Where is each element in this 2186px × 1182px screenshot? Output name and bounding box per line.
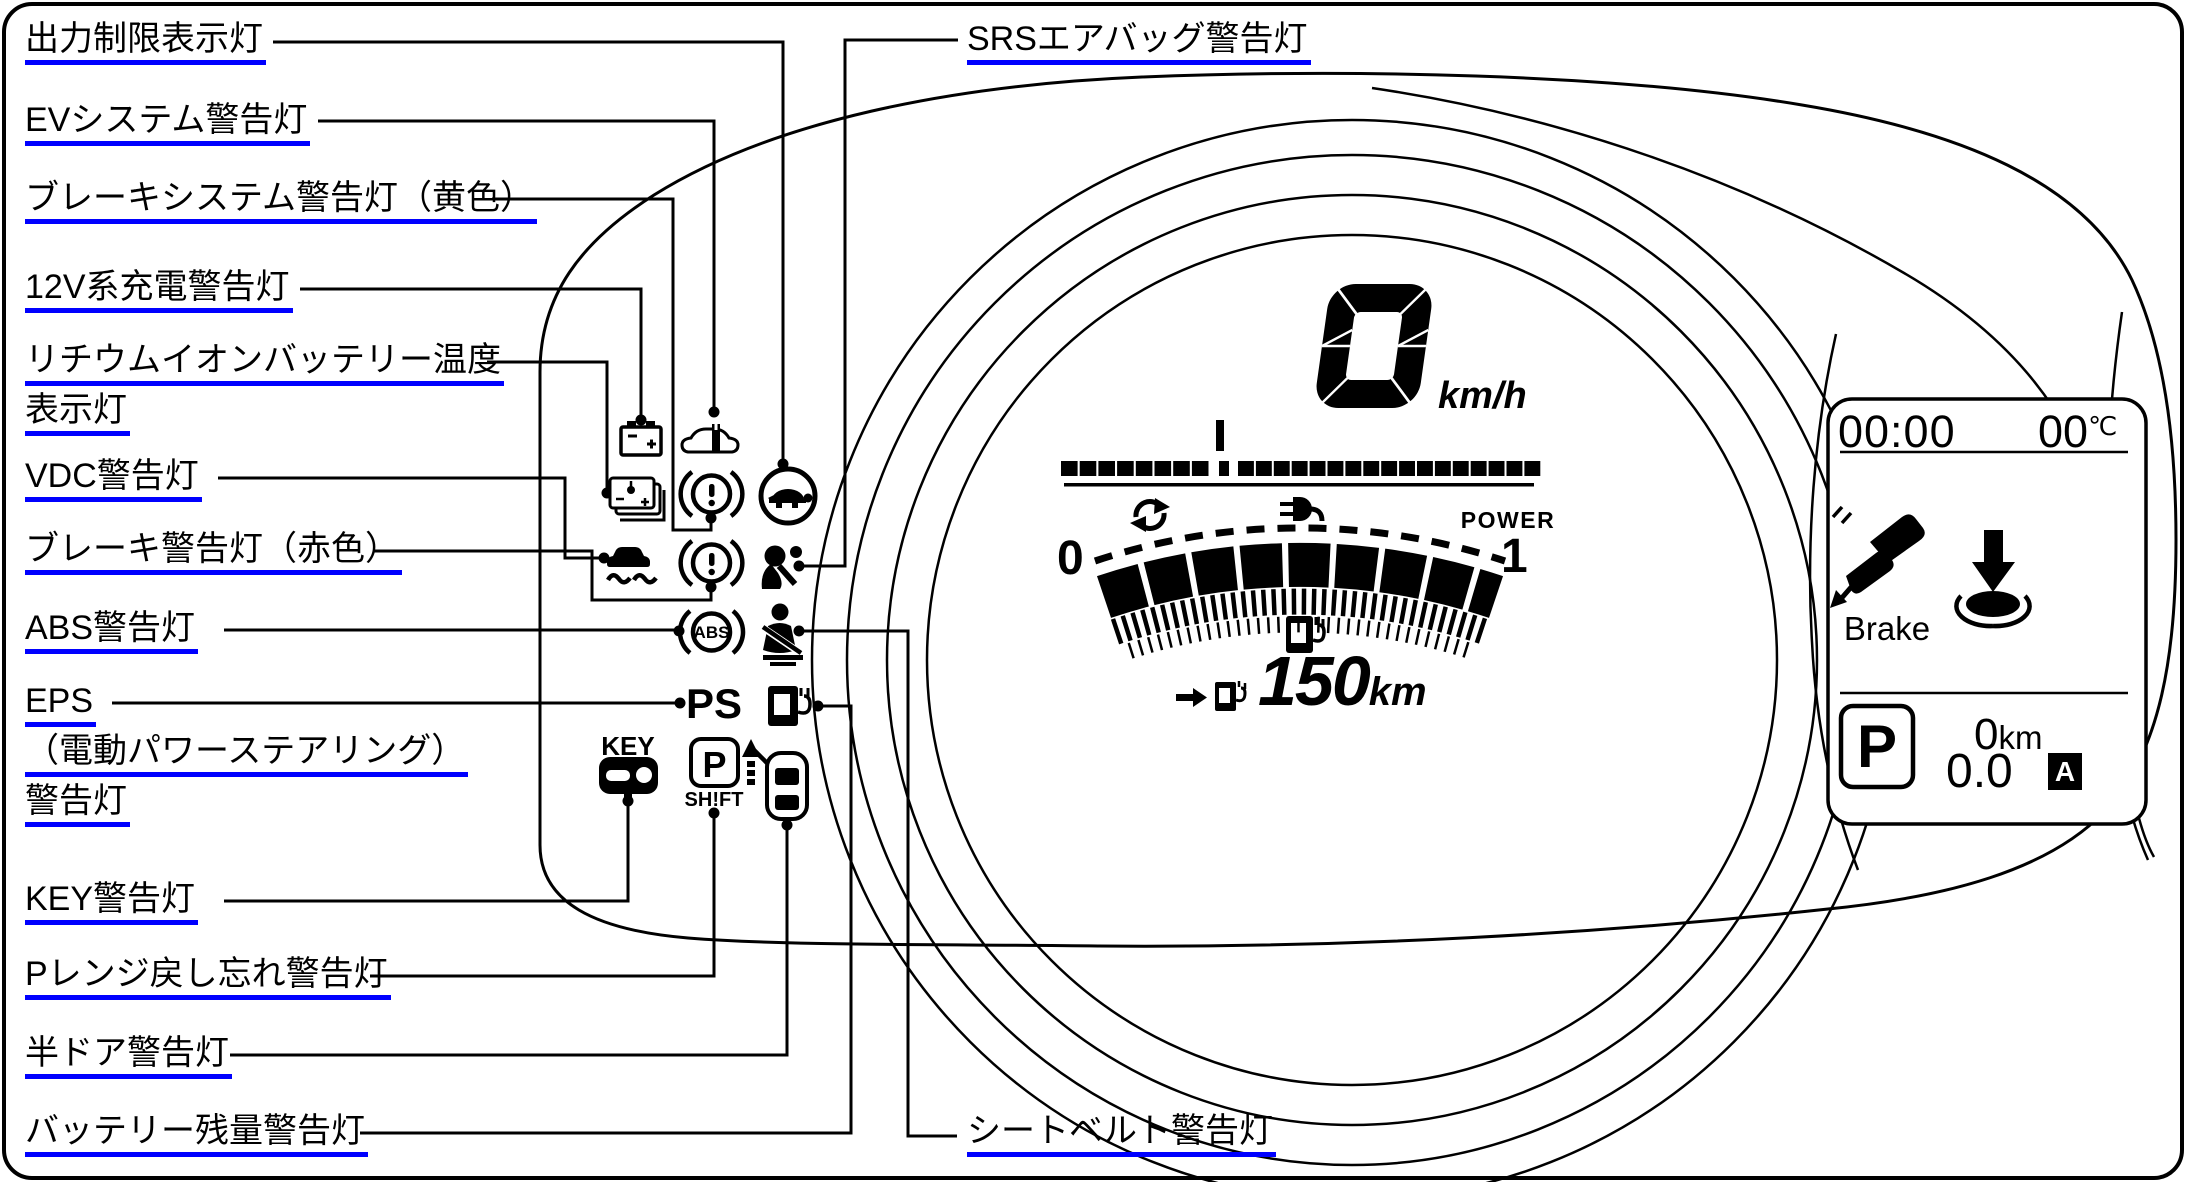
line-p-range: [370, 816, 716, 978]
dial-ring-3: [885, 193, 1819, 1127]
amp-badge-box: [2048, 753, 2082, 790]
line-seatbelt: [803, 629, 957, 1138]
abs-icon-text: ABS: [693, 623, 730, 642]
seatbelt-icon: [761, 603, 803, 666]
line-battery-level: [360, 704, 853, 1135]
power-gauge-min: 0: [1057, 532, 1084, 585]
panel-odo-value: 0: [1974, 710, 1999, 759]
range-display: 150 km: [1258, 646, 1427, 716]
li-ion-temp-icon: [608, 476, 666, 522]
panel-odometer: 0 km: [1974, 710, 2042, 760]
label-vdc: VDC警告灯: [25, 457, 202, 507]
label-brake-red: ブレーキ警告灯（赤色）: [25, 530, 402, 580]
label-p-range: Pレンジ戻し忘れ警告灯: [25, 955, 391, 1005]
line-brake-yellow: [492, 197, 713, 532]
range-value: 150: [1258, 642, 1371, 720]
label-li-ion-temp: リチウムイオンバッテリー温度 表示灯: [25, 341, 504, 441]
panel-brake-label: Brake: [1843, 610, 1931, 647]
line-power-limit: [273, 40, 785, 461]
panel-temp-display: 00 ℃: [2038, 406, 2117, 458]
battery-charge-station-icon: [768, 686, 812, 726]
ps-icon-text: PS: [685, 680, 743, 727]
speed-bar: [1061, 420, 1541, 487]
panel-amp-badge: A: [2054, 756, 2076, 787]
range-to-empty-icon: [1176, 681, 1247, 711]
label-half-door: 半ドア警告灯: [25, 1034, 232, 1084]
label-seatbelt: シートベルト警告灯: [967, 1112, 1276, 1162]
label-srs-airbag: SRSエアバッグ警告灯: [967, 20, 1311, 70]
power-button-icon: [1954, 530, 2032, 629]
regen-arrows-icon: [1130, 498, 1170, 532]
line-brake-red: [373, 549, 713, 602]
line-vdc: [218, 476, 600, 560]
panel-gear-value: P: [1856, 713, 1898, 780]
speed-bar-tick: [1216, 420, 1224, 451]
power-gauge-arc: [1093, 524, 1507, 659]
line-li-temp: [487, 360, 609, 490]
power-gauge-label: POWER: [1460, 507, 1556, 533]
battery-12v-icon: [619, 421, 663, 457]
brake-warning-red-icon: [678, 539, 745, 587]
brake-pedal-icon: [1830, 505, 1925, 608]
ev-system-car-icon: [680, 424, 740, 454]
brake-warning-yellow-icon: [678, 470, 745, 518]
speed-bar-segments: [1061, 461, 1541, 476]
turtle-power-limit-icon: [758, 466, 818, 526]
label-key: KEY警告灯: [25, 880, 199, 930]
gear-position-box: [1838, 703, 1916, 790]
line-ev-system: [318, 119, 716, 409]
connector-lines: [112, 38, 958, 1138]
abs-icon: [677, 609, 746, 655]
label-brake-system-yellow: ブレーキシステム警告灯（黄色）: [25, 179, 537, 229]
panel-temp-value: 00: [2038, 406, 2089, 457]
power-gauge-comb-2: [1127, 616, 1473, 659]
charge-station-center-icon: [1286, 616, 1326, 653]
p-shift-shift-text: SH!FT: [684, 789, 744, 811]
vdc-skid-icon: [606, 547, 658, 585]
line-12v: [300, 287, 643, 420]
label-eps: EPS （電動パワーステアリング） 警告灯: [25, 682, 469, 832]
label-power-limit: 出力制限表示灯: [25, 20, 266, 70]
speed-display-zero: [1316, 284, 1432, 408]
key-fob-icon: [599, 757, 658, 799]
key-icon-text: KEY: [601, 731, 655, 761]
speed-unit: km/h: [1438, 375, 1527, 417]
line-srs: [803, 38, 958, 568]
cluster-housing-outline: [538, 71, 2178, 948]
panel-clock: 00:00: [1838, 406, 1956, 457]
panel-temp-unit: ℃: [2088, 411, 2118, 441]
dial-ring-4: [925, 233, 1779, 1087]
half-door-icon: [752, 748, 809, 821]
power-gauge-max: 1: [1501, 530, 1528, 583]
panel-trip-value: 0.0: [1946, 745, 2013, 798]
label-ev-system: EVシステム警告灯: [25, 101, 311, 151]
speed-bar-underline: [1064, 483, 1534, 487]
line-half-door: [230, 828, 789, 1057]
range-unit: km: [1368, 670, 1427, 714]
p-shift-p-text: P: [702, 744, 727, 785]
line-key: [224, 804, 630, 903]
power-gauge-main-segments: [1096, 542, 1504, 618]
srs-airbag-icon: [761, 545, 802, 589]
charge-plug-icon: [1280, 497, 1325, 522]
label-battery-level: バッテリー残量警告灯: [25, 1112, 368, 1162]
label-12v-charge: 12V系充電警告灯: [25, 268, 293, 318]
label-abs: ABS警告灯: [25, 609, 199, 659]
panel-odo-unit: km: [1998, 719, 2043, 756]
